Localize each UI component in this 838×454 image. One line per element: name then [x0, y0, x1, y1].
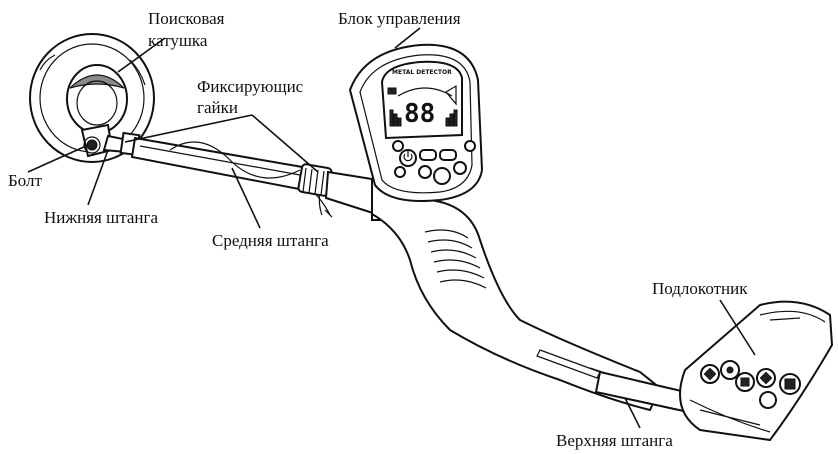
- label-armrest: Подлокотник: [652, 279, 748, 298]
- display-digits: 88: [404, 99, 435, 129]
- brand-text: METAL DETECTOR: [392, 69, 452, 76]
- display-panel: METAL DETECTOR 88: [382, 62, 462, 138]
- minus-button: [419, 166, 431, 178]
- label-search-coil-2: катушка: [148, 31, 208, 50]
- label-bolt: Болт: [8, 171, 43, 190]
- control-box: METAL DETECTOR 88: [350, 45, 482, 201]
- label-lock-nuts-2: гайки: [197, 98, 238, 117]
- enter-button: [440, 150, 456, 160]
- label-upper-shaft: Верхняя штанга: [556, 431, 673, 450]
- plus-button: [454, 162, 466, 174]
- pinpoint-button: [434, 168, 450, 184]
- label-control-box: Блок управления: [338, 9, 461, 28]
- label-lower-shaft: Нижняя штанга: [44, 208, 158, 227]
- label-search-coil-1: Поисковая: [148, 9, 225, 28]
- menu-button: [420, 150, 436, 160]
- label-middle-shaft: Средняя штанга: [212, 231, 329, 250]
- armrest: [680, 302, 832, 440]
- label-lock-nuts-1: Фиксирующис: [197, 77, 304, 96]
